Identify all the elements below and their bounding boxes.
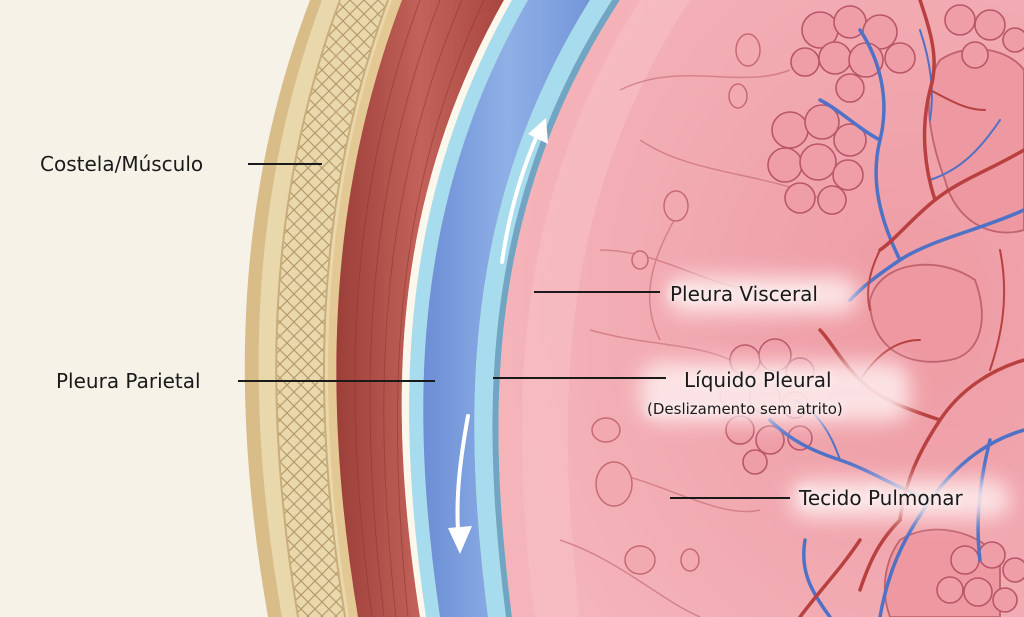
label-rib-muscle: Costela/Músculo xyxy=(40,152,204,176)
arrow-down-icon xyxy=(448,414,472,554)
arrow-up-icon xyxy=(500,118,548,264)
label-visceral-pleura: Pleura Visceral xyxy=(670,282,818,306)
pleural-fluid xyxy=(423,0,590,617)
label-pleural-fluid-note: (Deslizamento sem atrito) xyxy=(647,400,843,418)
muscle-layer xyxy=(336,0,504,617)
label-lung-tissue: Tecido Pulmonar xyxy=(799,486,963,510)
parietal-pleura xyxy=(409,0,528,617)
rib-hatch xyxy=(276,0,388,617)
label-parietal-pleura: Pleura Parietal xyxy=(56,369,201,393)
label-pleural-fluid: Líquido Pleural xyxy=(684,368,832,392)
